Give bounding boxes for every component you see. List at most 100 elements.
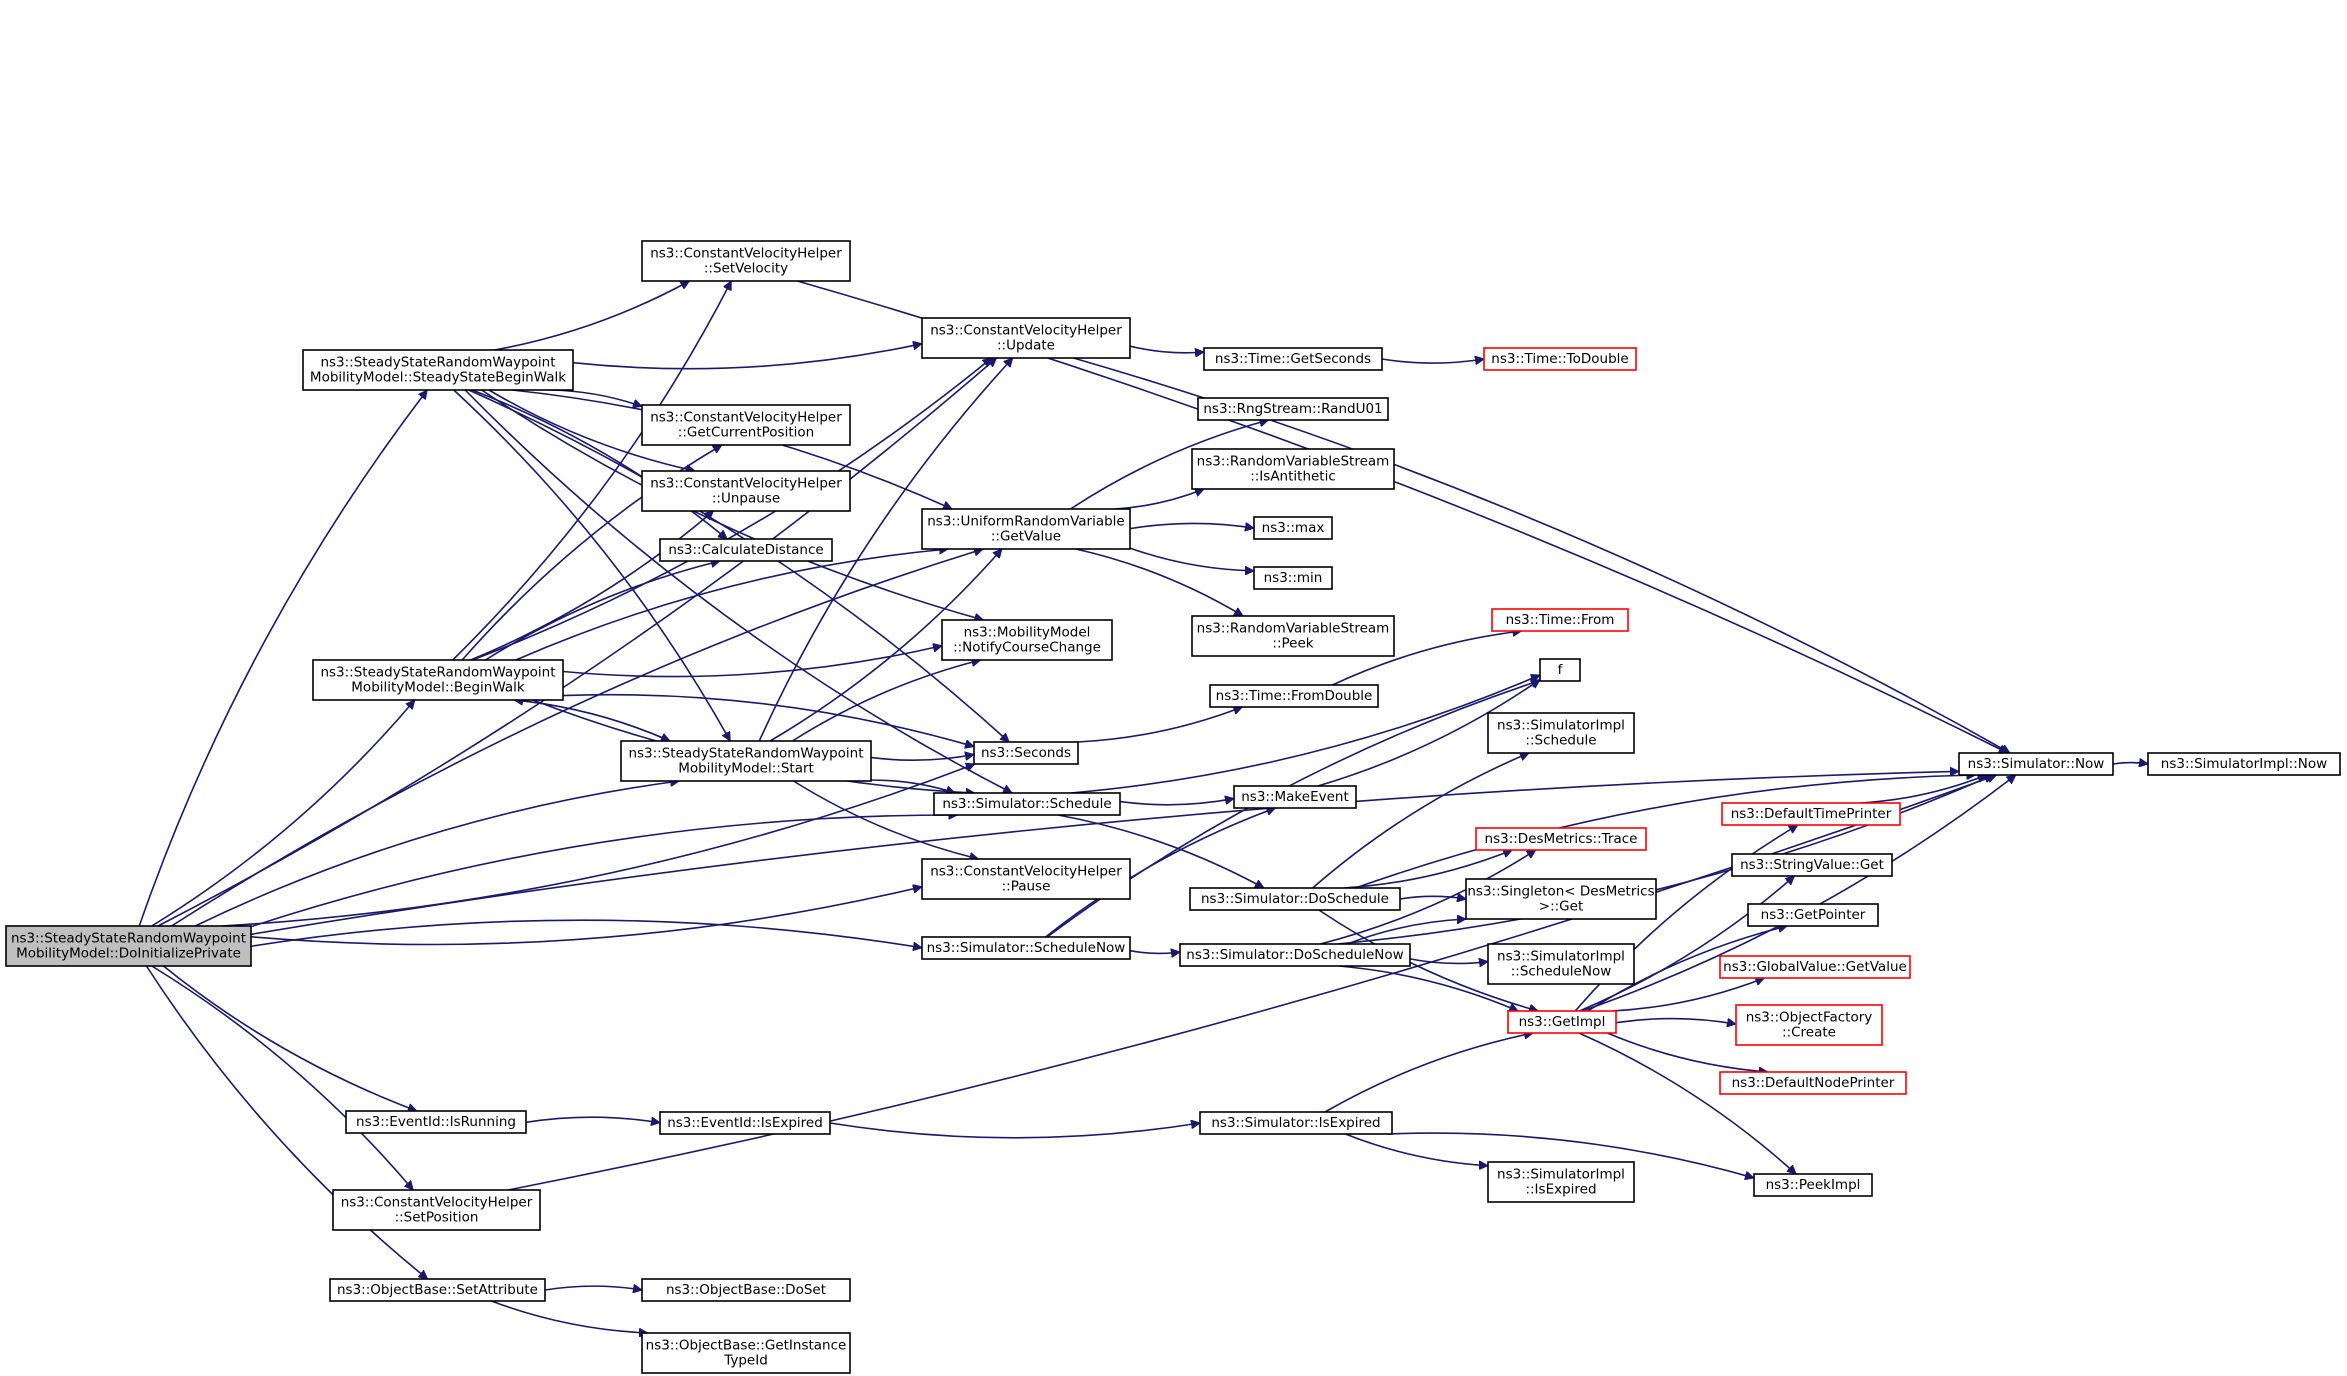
node-box <box>312 659 564 701</box>
node-gvget[interactable]: ns3::GlobalValue::GetValue <box>1719 955 1911 979</box>
edge-bw-to-urvget <box>515 549 948 661</box>
node-label-line: ns3::SimulatorImpl <box>1497 949 1625 965</box>
node-box <box>1735 1004 1883 1046</box>
node-doset[interactable]: ns3::ObjectBase::DoSet <box>641 1278 851 1302</box>
edge-ssbw-to-unpause <box>488 389 695 471</box>
node-box <box>1233 785 1357 809</box>
node-ssbw[interactable]: ns3::SteadyStateRandomWaypointMobilityMo… <box>302 349 574 391</box>
node-from[interactable]: ns3::Time::From <box>1491 608 1629 632</box>
node-label-line: ns3::Simulator::ScheduleNow <box>927 940 1126 956</box>
node-getimpl[interactable]: ns3::GetImpl <box>1507 1010 1617 1034</box>
node-schednow[interactable]: ns3::Simulator::ScheduleNow <box>921 936 1131 960</box>
node-label-line: ns3::Time::GetSeconds <box>1215 351 1371 367</box>
node-setattr[interactable]: ns3::ObjectBase::SetAttribute <box>329 1278 546 1302</box>
node-label-line: ns3::Seconds <box>981 745 1071 761</box>
edge-ssbw-to-update <box>572 344 922 370</box>
edge-simisexp-to-peekimpl <box>1387 1132 1754 1178</box>
node-start[interactable]: ns3::SteadyStateRandomWaypointMobilityMo… <box>620 740 872 782</box>
node-box <box>1539 658 1581 682</box>
node-isrunning[interactable]: ns3::EventId::IsRunning <box>345 1110 527 1134</box>
node-doschednow[interactable]: ns3::Simulator::DoScheduleNow <box>1179 943 1411 967</box>
node-simnow[interactable]: ns3::Simulator::Now <box>1958 752 2114 776</box>
node-label-line: ns3::min <box>1264 570 1323 586</box>
node-box <box>1475 827 1647 851</box>
node-label-line: ns3::Simulator::DoSchedule <box>1201 891 1389 907</box>
node-calcdist[interactable]: ns3::CalculateDistance <box>659 538 833 562</box>
node-label-line: ns3::ConstantVelocityHelper <box>650 476 842 492</box>
node-isexpired[interactable]: ns3::EventId::IsExpired <box>659 1111 831 1135</box>
node-f[interactable]: f <box>1539 658 1581 682</box>
node-label-line: ns3::SteadyStateRandomWaypoint <box>320 355 555 371</box>
edge-root-to-isrunning <box>162 965 416 1111</box>
node-box <box>933 792 1121 816</box>
node-getcur[interactable]: ns3::ConstantVelocityHelper::GetCurrentP… <box>641 404 851 446</box>
node-box <box>620 740 872 782</box>
node-label-line: ns3::ConstantVelocityHelper <box>930 323 1122 339</box>
edge-schedule-to-f <box>1070 675 1540 794</box>
node-getptr[interactable]: ns3::GetPointer <box>1747 903 1879 927</box>
edge-ssbw-to-start <box>453 389 731 741</box>
node-trace[interactable]: ns3::DesMetrics::Trace <box>1475 827 1647 851</box>
node-label-line: ns3::UniformRandomVariable <box>927 514 1125 530</box>
node-fromdouble[interactable]: ns3::Time::FromDouble <box>1209 684 1379 708</box>
edge-setattr-to-getinst <box>491 1300 648 1333</box>
edge-getimpl-to-objfact <box>1615 1017 1736 1025</box>
node-update[interactable]: ns3::ConstantVelocityHelper::Update <box>921 317 1131 359</box>
node-peekimpl[interactable]: ns3::PeekImpl <box>1753 1173 1873 1197</box>
node-deftime[interactable]: ns3::DefaultTimePrinter <box>1721 802 1901 826</box>
node-label-line: ns3::DefaultTimePrinter <box>1731 806 1892 822</box>
edge-simisexp-to-implisexp <box>1345 1133 1488 1166</box>
edge-start-to-notify <box>792 660 980 742</box>
node-label-line: ::IsExpired <box>1525 1182 1596 1198</box>
node-getsec[interactable]: ns3::Time::GetSeconds <box>1203 347 1383 371</box>
node-seconds[interactable]: ns3::Seconds <box>973 741 1079 765</box>
edge-getimpl-to-getptr <box>1587 926 1787 1012</box>
node-todouble[interactable]: ns3::Time::ToDouble <box>1483 347 1637 371</box>
node-notify[interactable]: ns3::MobilityModel::NotifyCourseChange <box>941 619 1113 661</box>
node-setpos[interactable]: ns3::ConstantVelocityHelper::SetPosition <box>332 1189 541 1231</box>
node-box <box>1507 1010 1617 1034</box>
node-label-line: ns3::EventId::IsRunning <box>356 1114 516 1130</box>
node-label-line: ns3::EventId::IsExpired <box>667 1115 823 1131</box>
node-objfact[interactable]: ns3::ObjectFactory::Create <box>1735 1004 1883 1046</box>
node-box <box>5 925 252 967</box>
node-schedule[interactable]: ns3::Simulator::Schedule <box>933 792 1121 816</box>
node-peek[interactable]: ns3::RandomVariableStream::Peek <box>1191 615 1395 657</box>
node-implsched[interactable]: ns3::SimulatorImpl::Schedule <box>1487 712 1635 754</box>
node-box <box>1253 566 1333 590</box>
node-label-line: ns3::DesMetrics::Trace <box>1485 831 1638 847</box>
node-box <box>1197 397 1389 421</box>
edge-dosched-to-simnow <box>1355 775 1975 889</box>
node-makeevent[interactable]: ns3::MakeEvent <box>1233 785 1357 809</box>
node-box <box>1719 1071 1907 1095</box>
edge-schedule-to-dosched <box>1057 814 1264 889</box>
node-implschednow[interactable]: ns3::SimulatorImpl::ScheduleNow <box>1487 943 1635 985</box>
node-box <box>1465 878 1657 920</box>
node-bw[interactable]: ns3::SteadyStateRandomWaypointMobilityMo… <box>312 659 564 701</box>
node-pause[interactable]: ns3::ConstantVelocityHelper::Pause <box>921 858 1131 900</box>
node-defnode[interactable]: ns3::DefaultNodePrinter <box>1719 1071 1907 1095</box>
node-dosched[interactable]: ns3::Simulator::DoSchedule <box>1189 887 1401 911</box>
edge-schedule-to-makeevent <box>1119 799 1234 806</box>
node-randu01[interactable]: ns3::RngStream::RandU01 <box>1197 397 1389 421</box>
edge-getimpl-to-peekimpl <box>1578 1032 1796 1174</box>
edge-dosched-to-implsched <box>1312 753 1529 889</box>
node-urvget[interactable]: ns3::UniformRandomVariable::GetValue <box>921 508 1131 550</box>
node-simisexp[interactable]: ns3::Simulator::IsExpired <box>1199 1111 1393 1135</box>
node-label-line: MobilityModel::DoInitializePrivate <box>16 946 241 962</box>
edge-start-to-update <box>758 358 1013 742</box>
edge-dosched-to-singleton <box>1399 896 1466 899</box>
node-box <box>1719 955 1911 979</box>
node-max[interactable]: ns3::max <box>1253 516 1333 540</box>
node-setvel[interactable]: ns3::ConstantVelocityHelper::SetVelocity <box>641 240 851 282</box>
node-unpause[interactable]: ns3::ConstantVelocityHelper::Unpause <box>641 470 851 512</box>
node-strget[interactable]: ns3::StringValue::Get <box>1731 853 1893 877</box>
node-singleton[interactable]: ns3::Singleton< DesMetrics >::Get <box>1465 878 1657 920</box>
node-isanti[interactable]: ns3::RandomVariableStream::IsAntithetic <box>1191 448 1395 490</box>
edges-layer <box>138 281 2148 1333</box>
node-implnow[interactable]: ns3::SimulatorImpl::Now <box>2147 752 2341 776</box>
node-implisexp[interactable]: ns3::SimulatorImpl::IsExpired <box>1487 1161 1635 1203</box>
node-box <box>973 741 1079 765</box>
node-min[interactable]: ns3::min <box>1253 566 1333 590</box>
